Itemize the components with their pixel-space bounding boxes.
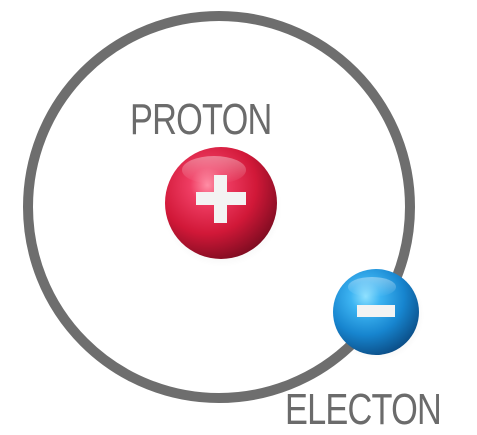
proton-label: PROTON bbox=[130, 95, 272, 144]
plus-icon bbox=[196, 175, 246, 223]
orbit-ring bbox=[23, 11, 415, 403]
electron-label: ELECTON bbox=[285, 385, 442, 434]
electron-particle bbox=[332, 269, 424, 361]
minus-icon bbox=[357, 305, 395, 317]
proton-particle bbox=[162, 147, 282, 267]
